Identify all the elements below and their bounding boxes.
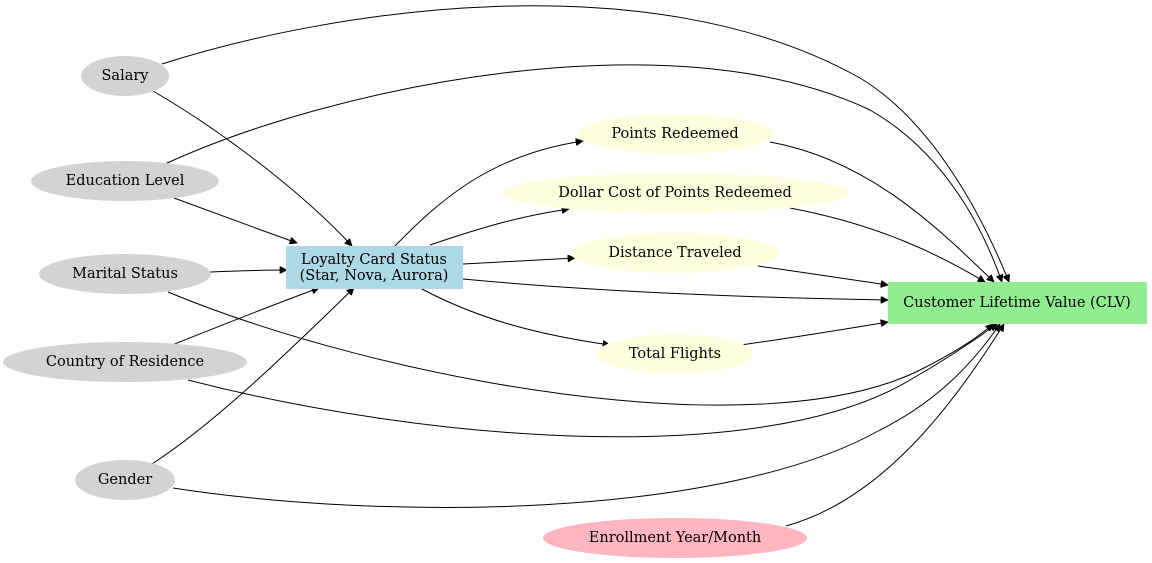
node-education-level: Education Level	[31, 161, 219, 201]
marital-status-label: Marital Status	[72, 266, 178, 282]
edge-marital-to-clv	[167, 291, 993, 406]
edge-dollar-cost-to-clv	[789, 207, 985, 283]
dollar-cost-shape	[501, 173, 849, 213]
edge-enrollment-to-clv	[785, 324, 1005, 527]
loyalty-card-status-label-line2: (Star, Nova, Aurora)	[300, 268, 449, 284]
distance-traveled-label: Distance Traveled	[608, 245, 741, 261]
edge-loyalty-to-dollar-cost	[429, 209, 569, 246]
gender-shape	[75, 460, 175, 500]
marital-status-shape	[39, 254, 211, 294]
node-distance-traveled: Distance Traveled	[571, 233, 779, 273]
edge-loyalty-to-clv	[462, 278, 888, 300]
country-of-residence-shape	[3, 342, 247, 382]
education-level-label: Education Level	[66, 173, 185, 189]
customer-lifetime-value-shape	[888, 282, 1147, 324]
edge-education-to-loyalty	[173, 197, 297, 243]
node-customer-lifetime-value: Customer Lifetime Value (CLV)	[888, 282, 1147, 324]
edge-country-to-loyalty	[171, 288, 319, 346]
edge-salary-to-clv	[161, 5, 1009, 282]
edge-loyalty-to-points-redeemed	[394, 141, 583, 247]
edge-marital-to-loyalty	[209, 270, 287, 272]
loyalty-card-status-label-line1: Loyalty Card Status	[301, 252, 447, 268]
total-flights-label: Total Flights	[629, 346, 721, 362]
edges	[151, 5, 1009, 527]
edge-flights-to-clv	[740, 322, 888, 346]
points-redeemed-shape	[577, 114, 773, 154]
node-marital-status: Marital Status	[39, 254, 211, 294]
dollar-cost-label: Dollar Cost of Points Redeemed	[558, 185, 792, 201]
salary-shape	[81, 56, 169, 96]
salary-label: Salary	[102, 68, 150, 84]
edge-gender-to-clv	[172, 324, 1000, 508]
node-points-redeemed: Points Redeemed	[577, 114, 773, 154]
gender-label: Gender	[98, 472, 152, 488]
total-flights-shape	[597, 334, 753, 374]
loyalty-card-status-shape	[286, 246, 463, 289]
country-of-residence-label: Country of Residence	[46, 354, 204, 370]
edge-salary-to-loyalty	[152, 90, 352, 246]
edge-distance-to-clv	[757, 265, 888, 285]
node-dollar-cost: Dollar Cost of Points Redeemed	[501, 173, 849, 213]
node-enrollment-year-month: Enrollment Year/Month	[543, 518, 807, 558]
edge-loyalty-to-flights	[419, 287, 610, 345]
node-total-flights: Total Flights	[597, 334, 753, 374]
customer-lifetime-value-label: Customer Lifetime Value (CLV)	[903, 295, 1131, 311]
node-salary: Salary	[81, 56, 169, 96]
edge-loyalty-to-distance	[462, 258, 575, 265]
enrollment-year-month-label: Enrollment Year/Month	[589, 530, 761, 546]
edge-gender-to-loyalty	[151, 288, 354, 465]
enrollment-year-month-shape	[543, 518, 807, 558]
node-gender: Gender	[75, 460, 175, 500]
points-redeemed-label: Points Redeemed	[611, 126, 738, 142]
education-level-shape	[31, 161, 219, 201]
node-loyalty-card-status: Loyalty Card Status (Star, Nova, Aurora)	[286, 246, 463, 289]
edge-education-to-clv	[164, 64, 1002, 282]
edge-country-to-clv	[187, 324, 997, 438]
distance-traveled-shape	[571, 233, 779, 273]
edge-points-redeemed-to-clv	[769, 141, 994, 282]
node-country-of-residence: Country of Residence	[3, 342, 247, 382]
nodes: Salary Education Level Marital Status Co…	[3, 56, 1147, 558]
